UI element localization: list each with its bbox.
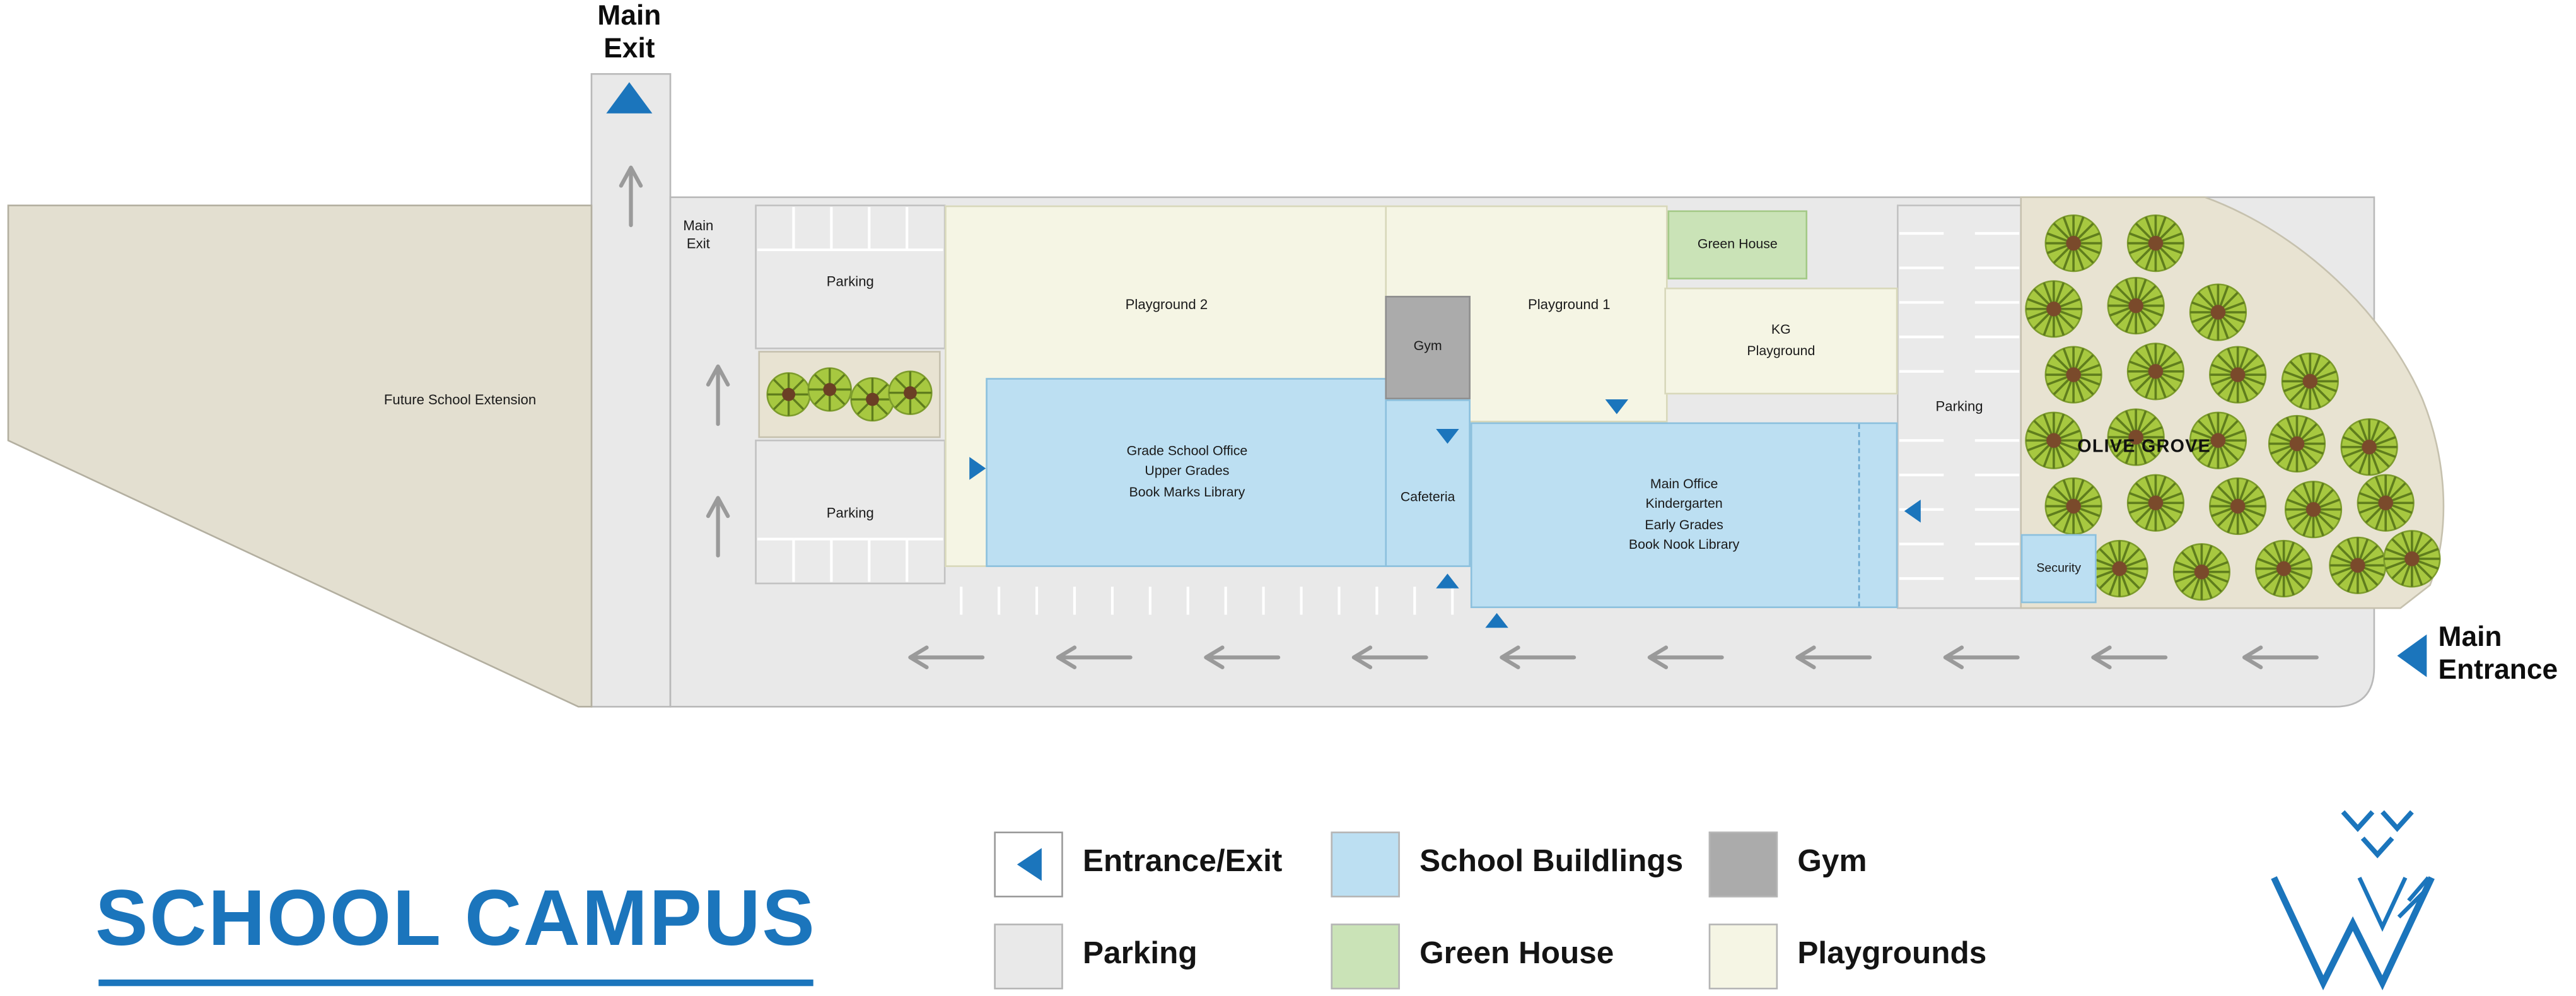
legend-label-buildings: School Buildlings [1419, 845, 1684, 879]
main-office-entrance-side-icon [1904, 500, 1921, 523]
cafeteria-label: Cafeteria [1400, 489, 1455, 505]
grade-school-office-label: Grade School Office Upper Grades Book Ma… [1126, 443, 1248, 500]
gym-label: Gym [1413, 339, 1442, 354]
bush-icons [766, 366, 933, 422]
title-underline [98, 979, 813, 987]
cafeteria-entrance-bottom-icon [1436, 573, 1459, 589]
playground-1-label: Playground 1 [1527, 295, 1611, 313]
school-logo [2271, 810, 2435, 991]
entrance-exit-icon [1016, 848, 1041, 881]
parking-right-label: Parking [1935, 397, 1983, 414]
legend-label-entrance: Entrance/Exit [1083, 845, 1283, 879]
kg-playground-area: KG Playground [1664, 287, 1898, 395]
main-exit-road [590, 73, 672, 708]
security-label: Security [2036, 561, 2081, 576]
main-office-label: Main Office Kindergarten Early Grades Bo… [1628, 476, 1740, 552]
cafeteria-building: Cafeteria [1385, 399, 1471, 567]
green-house-area: Green House [1667, 210, 1808, 279]
parking-top-left-label: Parking [826, 272, 874, 290]
legend-swatch-entrance [994, 831, 1063, 898]
olive-grove-label: OLIVE GROVE [2077, 437, 2212, 457]
road-entrance-icon [1485, 612, 1508, 628]
legend-swatch-buildings [1331, 831, 1400, 898]
playground-2-label: Playground 2 [1125, 295, 1208, 313]
legend-label-greenhouse: Green House [1419, 937, 1614, 971]
future-school-extension-area [7, 204, 593, 708]
legend-swatch-gym [1708, 831, 1778, 898]
main-entrance-marker-icon [2397, 634, 2427, 677]
legend-label-gym: Gym [1797, 845, 1867, 879]
future-extension-label: Future School Extension [383, 391, 537, 408]
main-office-divider-line [1858, 424, 1860, 607]
kg-playground-label: KG Playground [1747, 322, 1815, 358]
gym-building: Gym [1385, 295, 1471, 400]
main-exit-marker-icon [606, 82, 653, 114]
parking-bottom-left-label: Parking [826, 504, 874, 521]
green-house-label: Green House [1697, 236, 1778, 252]
main-office-building: Main Office Kindergarten Early Grades Bo… [1470, 422, 1898, 609]
grade-school-office-building: Grade School Office Upper Grades Book Ma… [986, 378, 1389, 567]
bush-strip [758, 351, 941, 438]
main-exit-road-label: Main Exit [683, 216, 714, 252]
main-exit-title: Main Exit [597, 0, 661, 64]
legend-label-playgrounds: Playgrounds [1797, 937, 1987, 971]
legend-swatch-parking [994, 923, 1063, 990]
legend-swatch-playgrounds [1708, 923, 1778, 990]
page-title: SCHOOL CAMPUS [95, 876, 817, 963]
legend-label-parking: Parking [1083, 937, 1198, 971]
security-building: Security [2020, 534, 2097, 604]
main-entrance-title: Main Entrance [2438, 621, 2558, 685]
legend-swatch-greenhouse [1331, 923, 1400, 990]
road-direction-arrows [908, 645, 2319, 669]
